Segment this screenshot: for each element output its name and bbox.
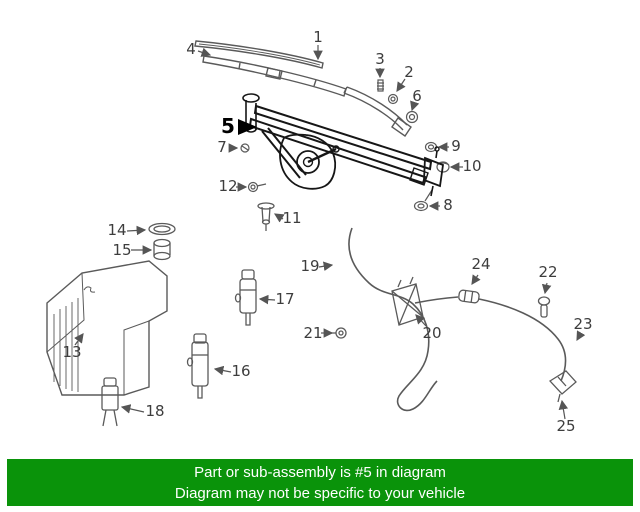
washer-hose-rear (478, 298, 567, 382)
reservoir-filler-neck (153, 238, 171, 261)
washer-pump-front (234, 269, 257, 326)
banner-line-2: Diagram may not be specific to your vehi… (174, 484, 466, 502)
callout-3: 3 (375, 50, 385, 68)
fluid-level-sensor (101, 377, 119, 427)
check-valve (458, 289, 480, 304)
wiper-blade-assembly (202, 55, 347, 97)
callout-1: 1 (313, 28, 323, 46)
linkage-pivot-stud (257, 202, 275, 231)
callout-12: 12 (218, 177, 237, 195)
hose-grommet (331, 327, 347, 339)
callout-leaders (74, 45, 586, 420)
callout-6: 6 (412, 87, 422, 105)
washer-pump-rear (186, 333, 209, 399)
callout-8: 8 (443, 196, 453, 214)
callout-19: 19 (300, 257, 319, 275)
callout-18: 18 (145, 402, 164, 420)
vehicle-note-banner: Part or sub-assembly is #5 in diagram Di… (7, 459, 633, 506)
wiper-washer-parts-diagram: 1 2 3 4 5 6 7 8 9 10 11 12 13 14 15 16 1… (46, 28, 593, 435)
callout-15: 15 (112, 241, 131, 259)
motor-crank-hub (296, 150, 320, 174)
callout-14: 14 (107, 221, 126, 239)
callout-20: 20 (422, 324, 441, 342)
wiper-linkage-assembly (242, 93, 444, 197)
banner-line-1: Part or sub-assembly is #5 in diagram (194, 463, 446, 481)
firewall-grommet (537, 296, 551, 318)
arm-fasteners (240, 79, 450, 212)
callout-17: 17 (275, 290, 294, 308)
wiper-arm (343, 86, 412, 137)
callout-11: 11 (282, 209, 301, 227)
callout-4: 4 (186, 40, 196, 58)
callout-2: 2 (404, 63, 414, 81)
callout-16: 16 (231, 362, 250, 380)
callout-13: 13 (62, 343, 81, 361)
callout-10: 10 (462, 157, 481, 175)
washer-reservoir (46, 260, 168, 396)
reservoir-cap (148, 222, 176, 236)
callout-22: 22 (538, 263, 557, 281)
washer-hose-front (348, 227, 459, 412)
callout-25: 25 (556, 417, 575, 435)
callout-21: 21 (303, 324, 322, 342)
wiper-blade-refill (194, 40, 324, 69)
callout-7: 7 (217, 138, 227, 156)
callout-24: 24 (471, 255, 490, 273)
callout-5-featured: 5 (221, 114, 235, 138)
washer-nozzle (548, 370, 577, 403)
callout-9: 9 (451, 137, 461, 155)
featured-part-arrow (238, 119, 257, 135)
callout-23: 23 (573, 315, 592, 333)
